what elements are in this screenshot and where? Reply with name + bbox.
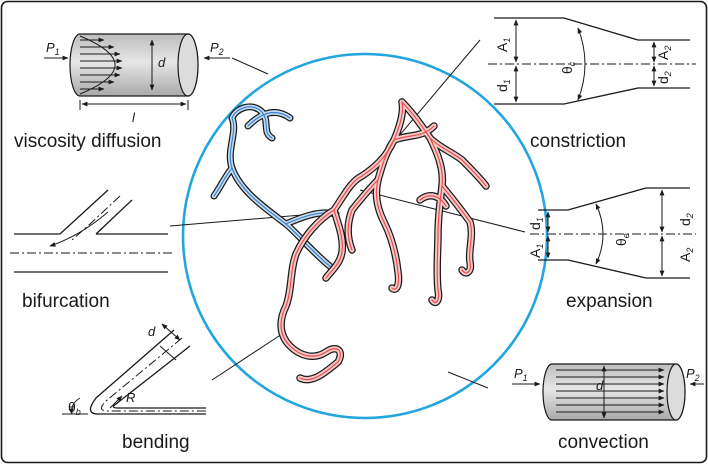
- artery-tree: [277, 98, 490, 384]
- viscosity-diameter-label: d: [158, 55, 166, 70]
- expansion-a2-label: A2: [677, 248, 695, 262]
- viscosity-p1-label: P1: [46, 40, 60, 57]
- convection-caption: convection: [558, 432, 649, 453]
- bifurcation-panel: bifurcation: [10, 189, 172, 312]
- vein-tree: [210, 103, 340, 272]
- convection-panel: P1 P2 d convection: [512, 363, 704, 453]
- convection-flow-arrows: [556, 367, 665, 415]
- expansion-d2-label: d2: [677, 213, 695, 226]
- constriction-d1-label: d1: [494, 79, 512, 92]
- viscosity-caption: viscosity diffusion: [14, 131, 162, 152]
- convection-p1-label: P1: [514, 366, 528, 383]
- constriction-d2-label: d2: [655, 71, 673, 84]
- bending-angle-label: θb: [68, 399, 81, 417]
- expansion-d1-label: d1: [527, 217, 545, 230]
- viscosity-length-label: l: [132, 110, 136, 125]
- viscosity-p2-label: P2: [210, 40, 224, 57]
- expansion-angle-label: θe: [613, 233, 631, 246]
- convection-p2-label: P2: [686, 366, 700, 383]
- constriction-a2-label: A2: [655, 46, 673, 60]
- convection-diameter-label: d: [596, 378, 604, 393]
- constriction-caption: constriction: [530, 131, 626, 152]
- bending-caption: bending: [122, 432, 190, 453]
- constriction-a1-label: A1: [494, 38, 512, 52]
- viscosity-panel: P1 P2 d l viscosity diffusion: [14, 33, 230, 152]
- bending-diameter-label: d: [148, 324, 156, 339]
- expansion-caption: expansion: [566, 291, 653, 312]
- bending-panel: d R θb bending: [62, 323, 206, 453]
- velocity-profile-arrows: [80, 37, 123, 92]
- constriction-panel: A1 d1 A2 d2 θc constriction: [488, 17, 696, 152]
- expansion-panel: d1 A1 d2 A2 θe expansion: [527, 187, 696, 312]
- bifurcation-caption: bifurcation: [22, 291, 110, 312]
- constriction-angle-label: θc: [559, 61, 577, 74]
- expansion-a1-label: A1: [527, 244, 545, 258]
- bending-radius-label: R: [126, 390, 135, 405]
